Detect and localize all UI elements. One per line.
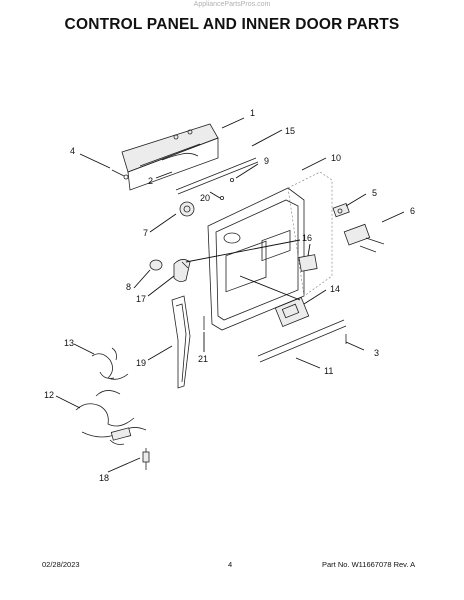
diverter-part-7 (179, 201, 195, 217)
part-6 (343, 223, 385, 253)
watermark: AppliancePartsPros.com (193, 1, 271, 8)
callout-17: 17 (136, 294, 146, 304)
latch-part-5 (332, 202, 350, 218)
callout-7: 7 (143, 228, 148, 238)
gasket-strip (175, 157, 257, 191)
callout-2: 2 (148, 176, 153, 186)
screw-9 (229, 177, 234, 182)
footer-date: 02/28/2023 (42, 560, 80, 569)
callout-9: 9 (264, 156, 269, 166)
screw-4 (111, 169, 129, 180)
callout-19: 19 (136, 358, 146, 368)
callout-15: 15 (285, 126, 295, 136)
callout-11: 11 (324, 366, 333, 376)
callout-18: 18 (99, 473, 109, 483)
callout-5: 5 (372, 188, 377, 198)
harness-part-12 (75, 390, 147, 445)
module-part-14 (274, 296, 310, 328)
callout-4: 4 (70, 146, 75, 156)
callout-20: 20 (200, 193, 210, 203)
page-title: CONTROL PANEL AND INNER DOOR PARTS (64, 16, 400, 33)
callout-16: 16 (302, 233, 312, 243)
strip-part-11 (257, 319, 347, 363)
callout-3: 3 (374, 348, 379, 358)
callout-8: 8 (126, 282, 131, 292)
footer-page-number: 4 (228, 560, 233, 569)
harness-part-13 (91, 347, 129, 380)
part-18 (142, 448, 150, 470)
callout-13: 13 (64, 338, 74, 348)
part-8 (149, 259, 163, 271)
callout-1: 1 (250, 108, 255, 118)
vent-part-17 (173, 259, 191, 282)
control-panel (121, 123, 219, 191)
leader-lines (55, 117, 405, 473)
callout-10: 10 (331, 153, 341, 163)
duct-part-19 (171, 295, 191, 389)
inner-door (207, 171, 333, 331)
ui-board (161, 152, 199, 161)
callout-labels: 1 2 3 4 5 6 7 8 9 10 11 12 13 14 15 16 1… (44, 108, 415, 483)
callout-14: 14 (330, 284, 340, 294)
footer-part-number: Part No. W11667078 Rev. A (322, 560, 416, 569)
callout-6: 6 (410, 206, 415, 216)
callout-12: 12 (44, 390, 54, 400)
screw-20 (219, 195, 224, 200)
callout-21: 21 (198, 354, 208, 364)
bracket-part-16 (298, 254, 318, 272)
